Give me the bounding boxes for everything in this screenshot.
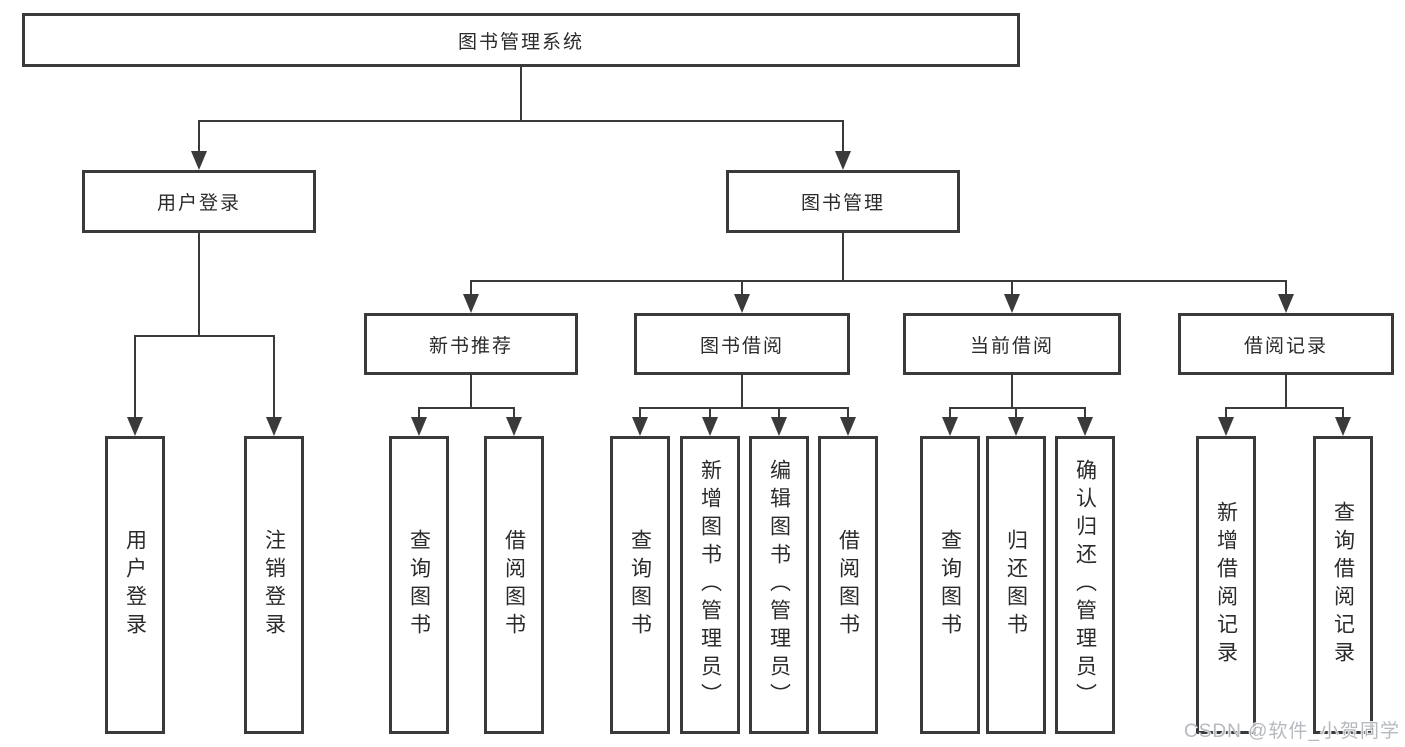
node-current-borrow-label: 当前借阅 — [969, 335, 1054, 357]
leaf-current-confirm-admin: 确认归还（管理员） — [1055, 436, 1115, 734]
connector-stub-leaf-b1 — [418, 407, 420, 421]
leaf-borrow-edit-admin-label: 编辑图书（管理员） — [767, 459, 791, 711]
node-borrow-records: 借阅记录 — [1178, 313, 1394, 375]
node-user-login-label: 用户登录 — [156, 193, 241, 214]
node-root-system: 图书管理系统 — [22, 13, 1020, 67]
connector-stub-leaf-a1 — [134, 335, 136, 420]
watermark-text: CSDN @软件_小贺同学 — [1184, 721, 1400, 742]
connector-new-books-rail — [418, 407, 515, 409]
connector-stub-new-books — [470, 280, 472, 298]
arrowhead-borrow-records — [1278, 294, 1294, 313]
arrowhead-leaf-e1 — [1218, 417, 1234, 436]
connector-stub-leaf-e2 — [1342, 407, 1344, 421]
connector-borrow-records-stem — [1285, 375, 1287, 409]
leaf-current-query: 查询图书 — [920, 436, 980, 734]
arrowhead-leaf-c3 — [771, 417, 787, 436]
node-book-borrow: 图书借阅 — [634, 313, 850, 375]
arrowhead-leaf-d3 — [1077, 417, 1093, 436]
arrowhead-leaf-d2 — [1008, 417, 1024, 436]
connector-stub-book-borrow — [741, 280, 743, 298]
leaf-logout: 注销登录 — [244, 436, 304, 734]
arrowhead-leaf-e2 — [1335, 417, 1351, 436]
arrowhead-user-login — [191, 151, 207, 170]
node-new-books-label: 新书推荐 — [428, 335, 513, 357]
leaf-newbooks-borrow-label: 借阅图书 — [502, 529, 526, 641]
connector-stub-current-borrow — [1011, 280, 1013, 298]
arrowhead-leaf-c2 — [702, 417, 718, 436]
arrowhead-leaf-a2 — [266, 417, 282, 436]
leaf-borrow-query-label: 查询图书 — [628, 529, 652, 641]
connector-stub-book-mgmt — [842, 120, 844, 155]
connector-user-login-rail — [134, 335, 275, 337]
connector-user-login-stem — [198, 231, 200, 337]
connector-stub-leaf-d1 — [949, 407, 951, 421]
leaf-borrow-add-admin-label: 新增图书（管理员） — [698, 459, 722, 711]
connector-stub-leaf-c4 — [847, 407, 849, 421]
leaf-user-login-label: 用户登录 — [123, 529, 147, 641]
leaf-borrow-borrow-label: 借阅图书 — [836, 529, 860, 641]
arrowhead-new-books — [463, 294, 479, 313]
connector-book-borrow-rail — [639, 407, 849, 409]
arrowhead-current-borrow — [1004, 294, 1020, 313]
connector-root-rail — [198, 120, 844, 122]
arrowhead-leaf-b2 — [506, 417, 522, 436]
leaf-borrow-add-admin: 新增图书（管理员） — [680, 436, 740, 734]
arrowhead-leaf-a1 — [127, 417, 143, 436]
arrowhead-leaf-d1 — [942, 417, 958, 436]
node-book-mgmt: 图书管理 — [726, 170, 960, 233]
leaf-newbooks-query: 查询图书 — [389, 436, 449, 734]
connector-stub-leaf-d2 — [1015, 407, 1017, 421]
leaf-records-add: 新增借阅记录 — [1196, 436, 1256, 734]
leaf-newbooks-query-label: 查询图书 — [407, 529, 431, 641]
connector-root-stem — [520, 67, 522, 122]
node-book-borrow-label: 图书借阅 — [699, 335, 784, 357]
connector-new-books-stem — [470, 375, 472, 409]
connector-stub-leaf-e1 — [1225, 407, 1227, 421]
leaf-borrow-query: 查询图书 — [610, 436, 670, 734]
connector-stub-leaf-a2 — [273, 335, 275, 420]
leaf-user-login: 用户登录 — [105, 436, 165, 734]
arrowhead-book-mgmt — [835, 151, 851, 170]
connector-stub-user-login — [198, 120, 200, 155]
leaf-current-confirm-admin-label: 确认归还（管理员） — [1073, 459, 1097, 711]
connector-book-mgmt-stem — [842, 231, 844, 282]
connector-stub-leaf-b2 — [513, 407, 515, 421]
connector-book-borrow-stem — [741, 375, 743, 409]
node-borrow-records-label: 借阅记录 — [1243, 335, 1328, 357]
arrowhead-leaf-c4 — [840, 417, 856, 436]
arrowhead-leaf-b1 — [411, 417, 427, 436]
connector-stub-leaf-c3 — [778, 407, 780, 421]
leaf-records-query: 查询借阅记录 — [1313, 436, 1373, 734]
leaf-current-return: 归还图书 — [986, 436, 1046, 734]
connector-book-mgmt-rail — [470, 280, 1287, 282]
arrowhead-book-borrow — [734, 294, 750, 313]
leaf-records-query-label: 查询借阅记录 — [1331, 501, 1355, 669]
node-root-label: 图书管理系统 — [457, 31, 584, 53]
node-new-books: 新书推荐 — [364, 313, 578, 375]
connector-current-borrow-stem — [1011, 375, 1013, 409]
leaf-borrow-edit-admin: 编辑图书（管理员） — [749, 436, 809, 734]
node-current-borrow: 当前借阅 — [903, 313, 1121, 375]
connector-stub-leaf-c1 — [639, 407, 641, 421]
connector-stub-leaf-c2 — [709, 407, 711, 421]
node-user-login: 用户登录 — [82, 170, 316, 233]
leaf-borrow-borrow: 借阅图书 — [818, 436, 878, 734]
leaf-current-query-label: 查询图书 — [938, 529, 962, 641]
leaf-logout-label: 注销登录 — [262, 529, 286, 641]
leaf-records-add-label: 新增借阅记录 — [1214, 501, 1238, 669]
leaf-current-return-label: 归还图书 — [1004, 529, 1028, 641]
node-book-mgmt-label: 图书管理 — [800, 193, 885, 214]
connector-borrow-records-rail — [1225, 407, 1344, 409]
connector-stub-leaf-d3 — [1084, 407, 1086, 421]
leaf-newbooks-borrow: 借阅图书 — [484, 436, 544, 734]
connector-stub-borrow-records — [1285, 280, 1287, 298]
arrowhead-leaf-c1 — [632, 417, 648, 436]
connector-current-borrow-rail — [949, 407, 1086, 409]
